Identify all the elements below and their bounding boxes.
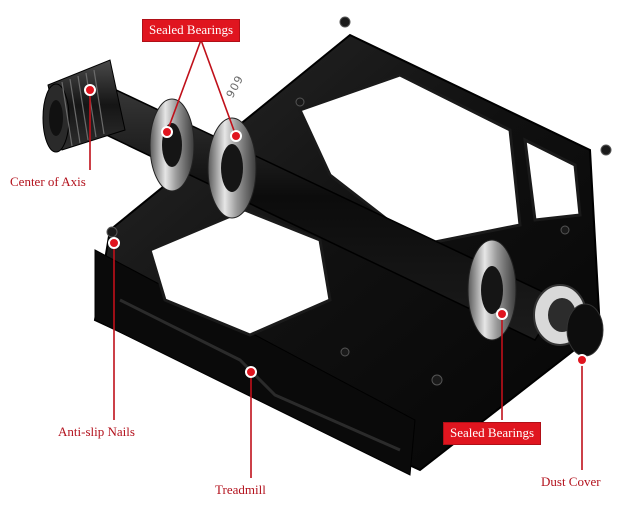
pedal-cutout-right <box>523 137 582 222</box>
label-anti-slip-nails: Anti-slip Nails <box>58 424 135 439</box>
callout-dots <box>84 84 588 378</box>
pedal-front-face <box>94 249 416 476</box>
bearing-left-2 <box>207 117 257 219</box>
bearing-left-1 <box>149 98 195 192</box>
anti-slip-pins <box>106 16 612 386</box>
bearing-right <box>467 239 517 341</box>
label-dust-cover: Dust Cover <box>541 474 601 489</box>
label-treadmill: Treadmill <box>215 482 266 497</box>
label-sealed-bearings-top: Sealed Bearings <box>142 19 241 42</box>
pedal-cutout-upper <box>297 73 522 247</box>
axle-thread <box>42 59 126 153</box>
label-sealed-bearings-bottom: Sealed Bearings <box>443 422 542 445</box>
label-center-of-axis: Center of Axis <box>10 174 86 189</box>
callout-lines <box>89 39 583 478</box>
lock-nut <box>533 284 604 357</box>
